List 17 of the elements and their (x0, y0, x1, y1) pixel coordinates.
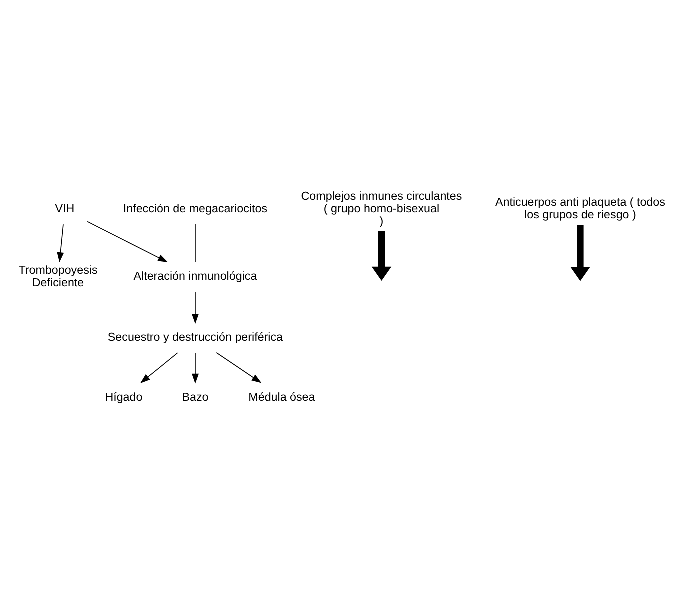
node-text: Hígado (105, 390, 143, 404)
node-text: VIH (55, 202, 75, 215)
arrow (140, 352, 178, 383)
node-text: Bazo (182, 390, 209, 404)
arrow (192, 352, 199, 384)
arrow (57, 224, 64, 262)
arrow (216, 352, 262, 383)
node-text: Trombopoyesis Deficiente (18, 263, 98, 289)
node-text: Infección de megacariocitos (123, 202, 268, 215)
node-text: Médula ósea (248, 390, 316, 404)
arrow (87, 220, 168, 262)
connector (195, 224, 196, 262)
node-text: Secuestro y destrucción periférica (108, 330, 284, 344)
node-text: Anticuerpos anti plaqueta ( todos los grupos de riesgo ) (496, 196, 666, 222)
node-text: Alteración inmunológica (134, 270, 258, 283)
arrow (192, 291, 199, 324)
node-text: Complejos inmunes circulantes ( grupo homo-bisexual ) (301, 189, 462, 228)
